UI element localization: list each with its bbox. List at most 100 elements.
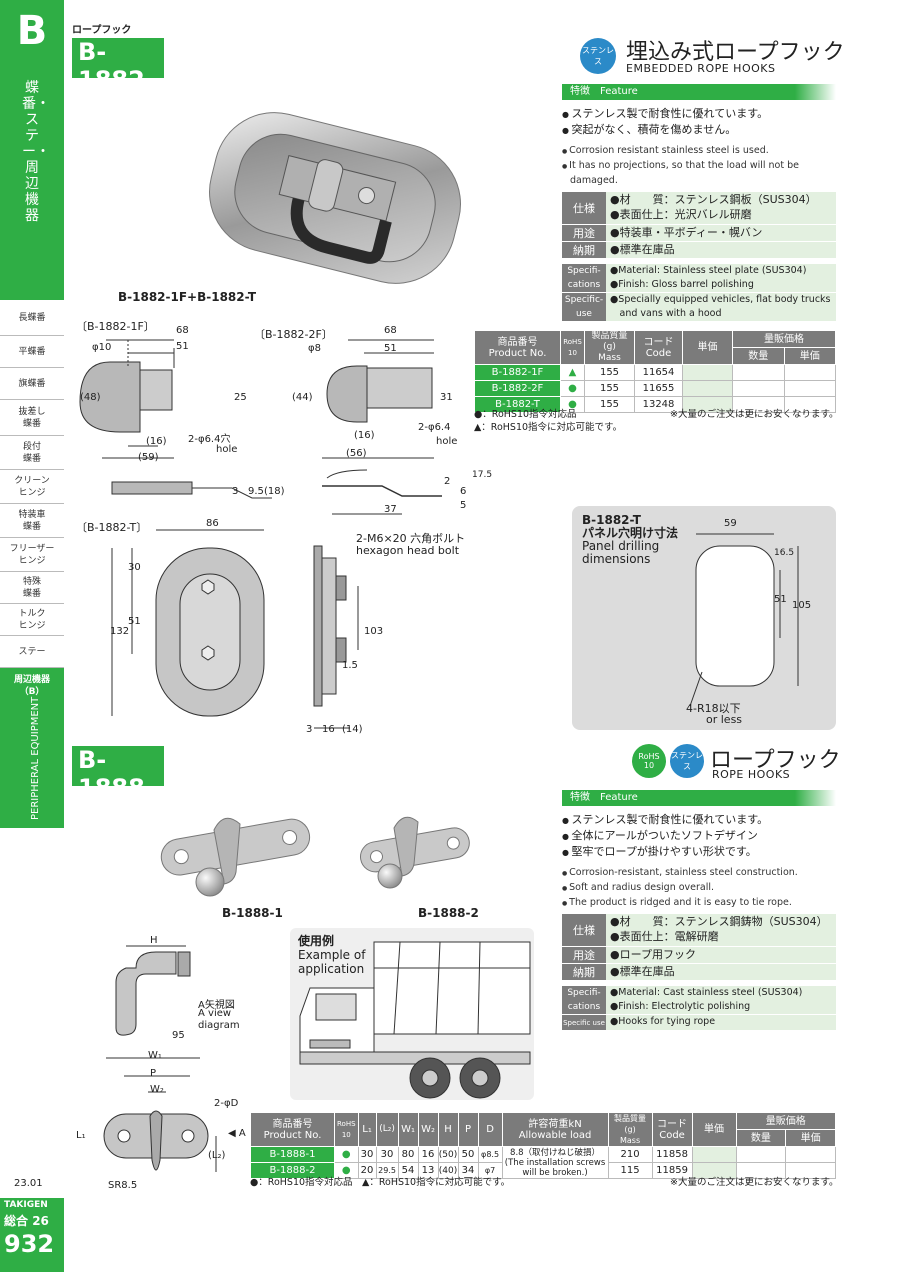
spec-row: Specifi- cations ●Material: Stainless st… xyxy=(562,264,836,292)
spec-key: Specific- use xyxy=(562,293,606,321)
sidebar-active-label: 周辺機器 （B） xyxy=(13,675,50,697)
dim: 51 xyxy=(774,594,787,605)
sidebar-item[interactable]: 平蝶番 xyxy=(0,336,64,368)
spec-key: Specific use xyxy=(562,1015,606,1030)
dim: φ8 xyxy=(308,343,321,354)
dim: (16) xyxy=(146,436,167,447)
feature-item-en: It has no projections, so that the load … xyxy=(562,159,836,188)
dim: 68 xyxy=(176,325,189,336)
dim: 3 xyxy=(232,486,239,497)
spec-key: Specifi- cations xyxy=(562,986,606,1014)
material-tag: ステンレス製 xyxy=(78,802,133,812)
feature-item: 全体にアールがついたソフトデザイン xyxy=(562,828,836,844)
dim: 9.5 xyxy=(248,486,264,497)
sidebar-item[interactable]: 抜差し 蝶番 xyxy=(0,400,64,436)
technical-drawing-b1882 xyxy=(79,339,442,729)
truck-illustration xyxy=(299,941,531,1099)
feature-list: ステンレス製で耐食性に優れています。 突起がなく、積荷を傷めません。 Corro… xyxy=(562,106,836,188)
sidebar-item[interactable]: クリーン ヒンジ xyxy=(0,470,64,504)
feature-item: 突起がなく、積荷を傷めません。 xyxy=(562,122,836,138)
dim: 6 xyxy=(460,486,467,497)
stainless-badge: ステンレス xyxy=(580,38,616,74)
panel-drilling-drawing xyxy=(689,533,799,707)
photo-caption: B-1888-2 xyxy=(418,906,479,920)
feature-item: ステンレス製で耐食性に優れています。 xyxy=(562,812,836,828)
sidebar-item[interactable]: 特殊 蝶番 xyxy=(0,572,64,604)
dim: 51 xyxy=(128,616,141,627)
feature-item: ステンレス製で耐食性に優れています。 xyxy=(562,106,836,122)
dim: W₂ xyxy=(150,1084,164,1095)
dim: 3 xyxy=(306,724,313,735)
dim: (14) xyxy=(342,724,363,735)
spec-key: 用途 xyxy=(562,225,606,241)
spec-key: 用途 xyxy=(562,947,606,963)
sidebar-item[interactable]: フリーザー ヒンジ xyxy=(0,538,64,572)
category-letter: B xyxy=(16,8,48,54)
feature-bar: 特徴 Feature xyxy=(562,84,836,100)
dim: 16.5 xyxy=(774,548,795,558)
dim: 103 xyxy=(364,626,384,637)
dim: 31 xyxy=(440,392,453,403)
dim: (48) xyxy=(80,392,101,403)
dim: 2-φ6.4穴 xyxy=(188,434,231,445)
spec-row: 仕様 ●材 質：ステンレス鋼鋳物（SUS304）●表面仕上：電解研磨 xyxy=(562,914,836,946)
page-number: 932 xyxy=(4,1230,55,1258)
dim: 2-φ6.4 xyxy=(418,422,451,433)
table-note: ※大量のご注文は更にお安くなります。 xyxy=(670,1177,839,1188)
dim: P xyxy=(150,1068,157,1079)
spec-row: 用途 ●特装車・平ボディー・幌バン xyxy=(562,225,836,241)
sidebar-item[interactable]: 特装車 蝶番 xyxy=(0,504,64,538)
spec-row: 仕様 ●材 質：ステンレス鋼板（SUS304）●表面仕上：光沢バレル研磨 xyxy=(562,192,836,224)
drawing-label: 〔B-1882-2F〕 xyxy=(254,328,333,341)
feature-item-en: Corrosion-resistant, stainless steel con… xyxy=(562,866,836,881)
dim: 86 xyxy=(206,518,219,529)
dim: hexagon head bolt xyxy=(356,544,460,557)
spec-key: 納期 xyxy=(562,242,606,258)
dim: (44) xyxy=(292,392,313,403)
product-title-en: EMBEDDED ROPE HOOKS xyxy=(626,62,776,75)
dim: 16 xyxy=(322,724,335,735)
spec-key: 仕様 xyxy=(562,914,606,946)
dim: 2-φD xyxy=(214,1098,239,1109)
rohs-badge: RoHS 10 xyxy=(632,744,666,778)
sidebar-item[interactable]: 段付 蝶番 xyxy=(0,436,64,470)
dim: hole xyxy=(436,436,458,447)
dim: 2-M6×20 六角ボルト xyxy=(356,532,466,545)
brand-label: TAKIGEN xyxy=(4,1200,48,1210)
catalog-label: 総合 26 xyxy=(4,1214,49,1228)
dim: 5 xyxy=(460,500,467,511)
product-table-b1882: 商品番号 Product No. RoHS 10 製品質量(g) Mass コー… xyxy=(474,330,836,413)
product-title-en: ROPE HOOKS xyxy=(712,768,791,781)
dim: diagram xyxy=(198,1020,240,1031)
sidebar: B 蝶番・ステー・周辺機器 長蝶番 平蝶番 旗蝶番 抜差し 蝶番 段付 蝶番 ク… xyxy=(0,0,64,1272)
table-row: B-1882-T ● 155 13248 xyxy=(474,396,836,413)
dim: 30 xyxy=(128,562,141,573)
dim: 51 xyxy=(384,343,397,354)
spec-row: Specifi- cations ●Material: Cast stainle… xyxy=(562,986,836,1014)
model-tag-b1888: B-1888 ステンレス製 xyxy=(72,746,164,812)
dim: (16) xyxy=(354,430,375,441)
panel-title: B-1882-T パネル穴明け寸法 xyxy=(582,513,679,540)
table-row: B-1882-1F ▲ 155 11654 xyxy=(474,364,836,381)
model-code: B-1882 xyxy=(78,38,145,94)
breadcrumb: ロープフック xyxy=(72,25,132,36)
dim: 37 xyxy=(384,504,397,515)
spec-table: 仕様 ●材 質：ステンレス鋼板（SUS304）●表面仕上：光沢バレル研磨 用途 … xyxy=(562,192,836,259)
category-vertical-title: 蝶番・ステー・周辺機器 xyxy=(22,80,50,224)
spec-key: Specifi- cations xyxy=(562,264,606,292)
sidebar-item[interactable]: 旗蝶番 xyxy=(0,368,64,400)
technical-drawing-b1888 xyxy=(103,945,217,1172)
spec-row: Specific- use ●Specially equipped vehicl… xyxy=(562,293,836,321)
sidebar-item[interactable]: トルク ヒンジ xyxy=(0,604,64,636)
panel-title-en: Panel drilling dimensions xyxy=(582,539,660,566)
sidebar-active-block[interactable] xyxy=(0,668,64,828)
spec-table: 仕様 ●材 質：ステンレス鋼鋳物（SUS304）●表面仕上：電解研磨 用途 ●ロ… xyxy=(562,914,836,981)
dim: SR8.5 xyxy=(108,1180,138,1191)
stainless-badge: ステンレス xyxy=(670,744,704,778)
spec-row: 納期 ●標準在庫品 xyxy=(562,242,836,258)
sidebar-item[interactable]: ステー xyxy=(0,636,64,668)
sidebar-item[interactable]: 長蝶番 xyxy=(0,300,64,336)
spec-key: 納期 xyxy=(562,964,606,980)
dim: hole xyxy=(216,444,238,455)
page-footer-block: TAKIGEN 総合 26 932 xyxy=(0,1198,64,1272)
